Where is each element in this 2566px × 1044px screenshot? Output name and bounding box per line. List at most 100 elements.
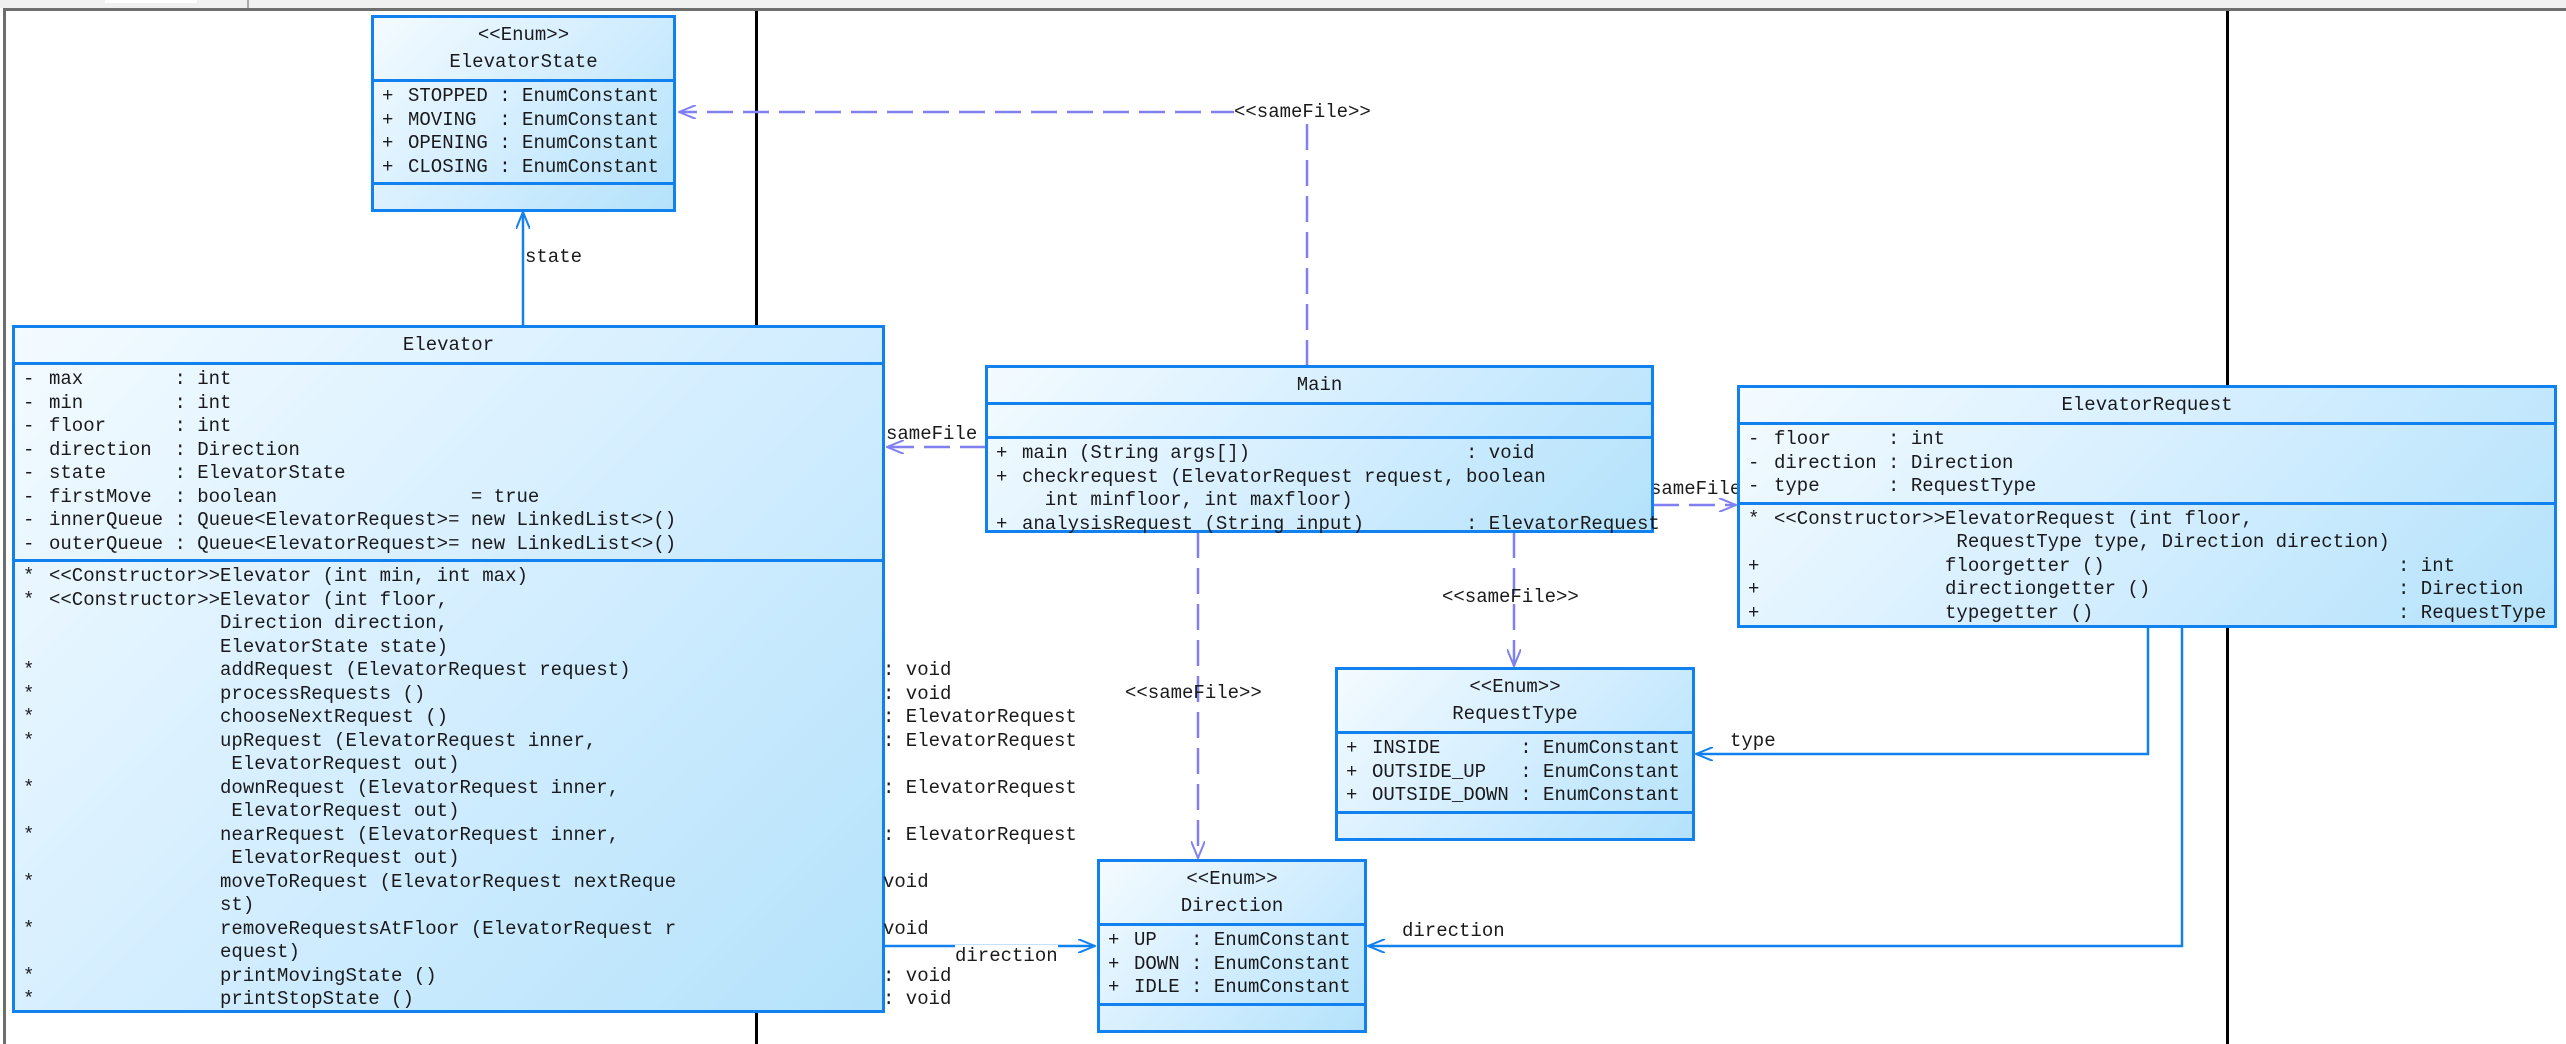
methods-section bbox=[1100, 1006, 1364, 1037]
class-elevatorrequest[interactable]: ElevatorRequest -floor : int-direction :… bbox=[1737, 385, 2557, 628]
method-signature: chooseNextRequest () bbox=[49, 706, 449, 728]
attribute-type: : EnumConstant bbox=[1520, 760, 1680, 783]
attribute-name: outerQueue bbox=[49, 532, 164, 555]
method-signature: printStopState () bbox=[49, 988, 414, 1010]
canvas-border-left bbox=[3, 8, 6, 1044]
visibility-marker: + bbox=[382, 108, 394, 131]
label-samefile-elevatorstate: <<sameFile>> bbox=[1234, 101, 1371, 123]
method-return-type: void bbox=[883, 870, 929, 893]
class-elevator[interactable]: Elevator -max : int-min : int-floor : in… bbox=[12, 325, 1077, 1015]
attribute-type: : EnumConstant bbox=[499, 85, 659, 107]
visibility-marker: * bbox=[23, 588, 35, 611]
visibility-marker: + bbox=[996, 465, 1008, 488]
attribute-type: : Direction bbox=[174, 438, 300, 461]
methods-section: *<<Constructor>>Elevator (int min, int m… bbox=[15, 562, 1077, 1015]
attributes-section: -floor : int-direction : Direction-type … bbox=[1740, 425, 2554, 505]
visibility-marker: + bbox=[1748, 554, 1760, 577]
attribute-type: : boolean = true bbox=[174, 485, 540, 508]
method-return-type: : void bbox=[1466, 442, 1535, 464]
label-type: type bbox=[1730, 730, 1776, 752]
attribute-row: -floor : int bbox=[1748, 428, 2554, 452]
class-elevatorstate[interactable]: <<Enum>> ElevatorState +STOPPED : EnumCo… bbox=[371, 15, 676, 212]
label-direction-elevator: direction bbox=[955, 945, 1058, 967]
class-header: Main bbox=[988, 368, 1651, 405]
visibility-marker: - bbox=[1748, 475, 1760, 497]
attribute-row: -max : int bbox=[23, 368, 882, 392]
method-signature: checkrequest (ElevatorRequest request, i… bbox=[1022, 465, 1456, 512]
class-header: <<Enum>> Direction bbox=[1100, 862, 1364, 926]
editor-tab[interactable] bbox=[105, 0, 197, 3]
spacer bbox=[1509, 737, 1520, 761]
attribute-name: max bbox=[49, 368, 164, 390]
method-signature: addRequest (ElevatorRequest request) bbox=[49, 659, 631, 681]
attribute-type: : int bbox=[174, 368, 232, 390]
attribute-name: UP bbox=[1134, 929, 1180, 951]
spacer bbox=[163, 462, 174, 486]
attribute-name: floor bbox=[1774, 428, 1877, 450]
method-return-type: : void bbox=[883, 682, 952, 705]
attributes-section: +UP : EnumConstant+DOWN : EnumConstant+I… bbox=[1100, 926, 1364, 1006]
visibility-marker: * bbox=[23, 776, 35, 799]
attribute-type: : EnumConstant bbox=[499, 155, 659, 178]
spacer bbox=[163, 415, 174, 439]
visibility-marker: - bbox=[23, 368, 35, 390]
visibility-marker: * bbox=[23, 659, 35, 681]
attribute-row: -floor : int bbox=[23, 415, 882, 439]
method-signature: directiongetter () bbox=[1774, 578, 2151, 600]
stereotype: <<Enum>> bbox=[1186, 868, 1278, 890]
spacer bbox=[488, 85, 499, 109]
spacer bbox=[163, 439, 174, 463]
label-samefile-requesttype: <<sameFile>> bbox=[1442, 586, 1579, 608]
class-name: Main bbox=[1296, 374, 1343, 396]
attribute-name: direction bbox=[49, 438, 164, 461]
method-signature: <<Constructor>>ElevatorRequest (int floo… bbox=[1774, 507, 2390, 554]
class-direction[interactable]: <<Enum>> Direction +UP : EnumConstant+DO… bbox=[1097, 859, 1367, 1033]
visibility-marker: - bbox=[23, 438, 35, 461]
attribute-row: +OUTSIDE_DOWN : EnumConstant bbox=[1346, 784, 1692, 808]
method-row: * chooseNextRequest (): ElevatorRequest bbox=[23, 706, 1077, 730]
class-header: ElevatorRequest bbox=[1740, 388, 2554, 425]
method-signature: moveToRequest (ElevatorRequest nextReque… bbox=[220, 870, 677, 917]
method-row: *<<Constructor>>Elevator (int floor, Dir… bbox=[23, 589, 882, 660]
method-signature: floorgetter () bbox=[1774, 554, 2105, 577]
method-row: * removeRequestsAtFloor (ElevatorRequest… bbox=[23, 917, 929, 965]
spacer bbox=[163, 509, 174, 533]
visibility-marker: * bbox=[23, 917, 35, 940]
spacer bbox=[163, 368, 174, 392]
attribute-name: STOPPED bbox=[408, 85, 488, 107]
spacer bbox=[488, 109, 499, 133]
method-row: *<<Constructor>>Elevator (int min, int m… bbox=[23, 565, 882, 589]
label-state: state bbox=[525, 246, 583, 268]
visibility-marker: - bbox=[23, 509, 35, 531]
methods-section bbox=[1338, 814, 1692, 845]
attributes-section: +STOPPED : EnumConstant+MOVING : EnumCon… bbox=[374, 82, 673, 185]
attribute-type: : int bbox=[1888, 428, 1946, 450]
method-row: + directiongetter (): Direction bbox=[1748, 578, 2554, 602]
attribute-type: : Queue<ElevatorRequest>= new LinkedList… bbox=[174, 509, 677, 531]
attribute-row: +STOPPED : EnumConstant bbox=[382, 85, 673, 109]
class-name: Direction bbox=[1180, 895, 1284, 917]
class-main[interactable]: Main +main (String args[]): void+checkre… bbox=[985, 365, 1660, 535]
visibility-marker: - bbox=[23, 415, 35, 437]
attribute-name: DOWN bbox=[1134, 952, 1180, 975]
method-return-type: : void bbox=[883, 964, 952, 987]
visibility-marker: * bbox=[23, 682, 35, 705]
method-return-type: : ElevatorRequest bbox=[883, 823, 1077, 846]
visibility-marker: * bbox=[23, 565, 35, 587]
attribute-row: +CLOSING : EnumConstant bbox=[382, 156, 673, 180]
attribute-row: -state : ElevatorState bbox=[23, 462, 882, 486]
method-signature: processRequests () bbox=[49, 682, 426, 705]
class-header: Elevator bbox=[15, 328, 882, 365]
attribute-name: OPENING bbox=[408, 132, 488, 154]
attribute-name: min bbox=[49, 391, 164, 414]
visibility-marker: - bbox=[23, 485, 35, 508]
method-row: * processRequests () : void bbox=[23, 682, 951, 707]
attribute-row: +DOWN : EnumConstant bbox=[1108, 953, 1364, 977]
spacer bbox=[488, 156, 499, 180]
methods-section bbox=[374, 185, 673, 221]
method-signature: typegetter () bbox=[1774, 601, 2094, 624]
visibility-marker: - bbox=[1748, 451, 1760, 474]
visibility-marker: + bbox=[1346, 737, 1358, 759]
visibility-marker: + bbox=[1748, 601, 1760, 624]
class-requesttype[interactable]: <<Enum>> RequestType +INSIDE : EnumConst… bbox=[1335, 667, 1695, 841]
